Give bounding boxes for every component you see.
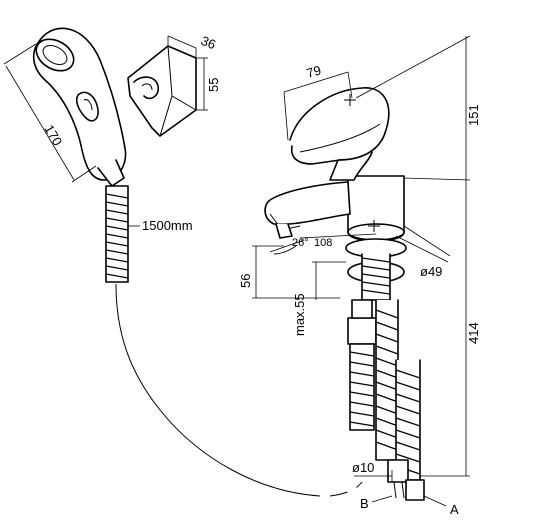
spout-reach-label: 108 <box>314 237 332 249</box>
spout-angle-label: 26° <box>292 237 309 249</box>
lever-length-label: 79 <box>305 62 323 80</box>
holder-depth-label: 36 <box>199 33 218 52</box>
deck-thickness-dimension: max.55 <box>292 261 346 336</box>
spout-angle-dimension: 26° 108 <box>269 233 377 255</box>
spout-height-dimension: 56 <box>238 245 340 299</box>
pipe-diameter-label: ø10 <box>352 460 374 475</box>
holder-dimensions: 36 55 <box>167 33 221 111</box>
hose-length-label: 1500mm <box>142 218 193 233</box>
deck-thickness-label: max.55 <box>292 293 307 336</box>
hand-shower <box>32 27 127 187</box>
spout-height-label: 56 <box>238 274 253 288</box>
total-height-dimension: 414 <box>416 180 481 477</box>
base-diameter-label: ø49 <box>420 264 442 279</box>
holder-height-label: 55 <box>206 78 221 92</box>
connection-a-label: A <box>450 502 459 517</box>
shower-hose: 1500mm <box>105 185 363 497</box>
top-height-label: 151 <box>466 104 481 126</box>
fixing-set: ø49 <box>345 225 451 301</box>
lever-length-dimension: 79 <box>283 62 353 141</box>
shower-holder <box>127 45 197 137</box>
pipe-diameter-dimension: ø10 <box>352 460 393 482</box>
connection-b-label: B <box>360 496 369 511</box>
total-height-label: 414 <box>466 322 481 344</box>
supply-hoses <box>347 299 425 501</box>
handshower-length-label: 170 <box>41 122 65 148</box>
connection-labels: B A <box>360 495 459 517</box>
top-height-dimension: 151 <box>355 35 481 181</box>
mixer-body <box>264 87 405 242</box>
